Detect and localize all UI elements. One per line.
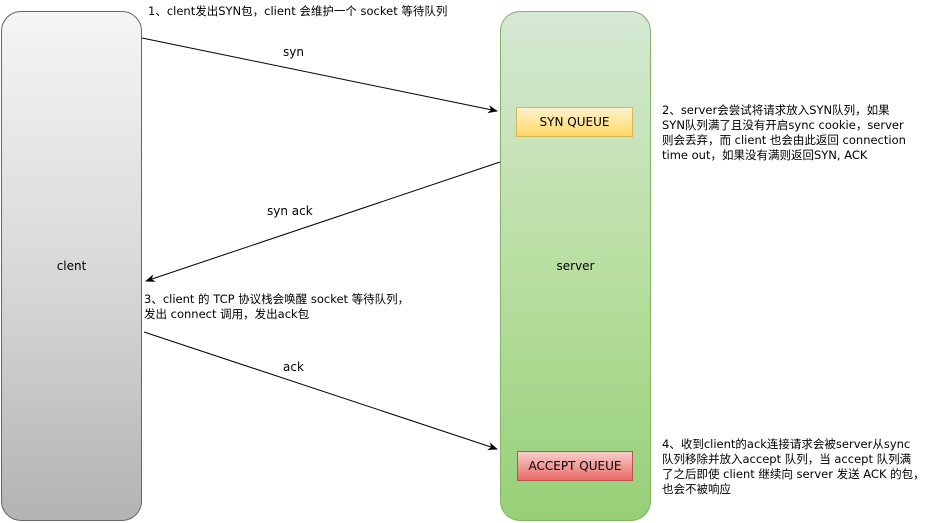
step3-line: 发出 connect 调用，发出ack包 bbox=[144, 307, 310, 321]
step4-line: 了之后即使 client 继续向 server 发送 ACK 的包， bbox=[662, 467, 925, 481]
client-label: clent bbox=[56, 259, 87, 273]
step3-note: 3、client 的 TCP 协议栈会唤醒 socket 等待队列， 发出 co… bbox=[144, 292, 409, 322]
step2-line: time out，如果没有满则返回SYN, ACK bbox=[662, 148, 868, 162]
syn-ack-arrow bbox=[145, 161, 501, 282]
ack-edge-label: ack bbox=[283, 360, 304, 374]
step4-note: 4、收到client的ack连接请求会被server从sync 队列移除并放入a… bbox=[662, 437, 925, 497]
syn-ack-edge-label: syn ack bbox=[267, 204, 313, 218]
client-lane: clent bbox=[1, 11, 142, 521]
ack-arrow bbox=[143, 331, 498, 450]
accept-queue-box: ACCEPT QUEUE bbox=[517, 451, 633, 481]
step4-line: 队列移除并放入accept 队列，当 accept 队列满 bbox=[662, 452, 912, 466]
step2-line: 2、server会尝试将请求放入SYN队列，如果 bbox=[662, 103, 890, 117]
syn-edge-label: syn bbox=[283, 45, 304, 59]
step2-note: 2、server会尝试将请求放入SYN队列，如果 SYN队列满了且没有开启syn… bbox=[662, 103, 906, 163]
step4-line: 4、收到client的ack连接请求会被server从sync bbox=[662, 437, 911, 451]
step4-line: 也会不被响应 bbox=[662, 482, 731, 496]
syn-queue-box: SYN QUEUE bbox=[516, 107, 633, 137]
syn-arrow bbox=[141, 37, 498, 114]
step2-line: 则会丢弃，而 client 也会由此返回 connection bbox=[662, 133, 906, 147]
step1-note: 1、clent发出SYN包，client 会维护一个 socket 等待队列 bbox=[148, 4, 448, 18]
step3-line: 3、client 的 TCP 协议栈会唤醒 socket 等待队列， bbox=[144, 292, 410, 306]
server-lane: server bbox=[500, 11, 651, 521]
server-label: server bbox=[556, 259, 595, 273]
step2-line: SYN队列满了且没有开启sync cookie，server bbox=[662, 118, 904, 132]
